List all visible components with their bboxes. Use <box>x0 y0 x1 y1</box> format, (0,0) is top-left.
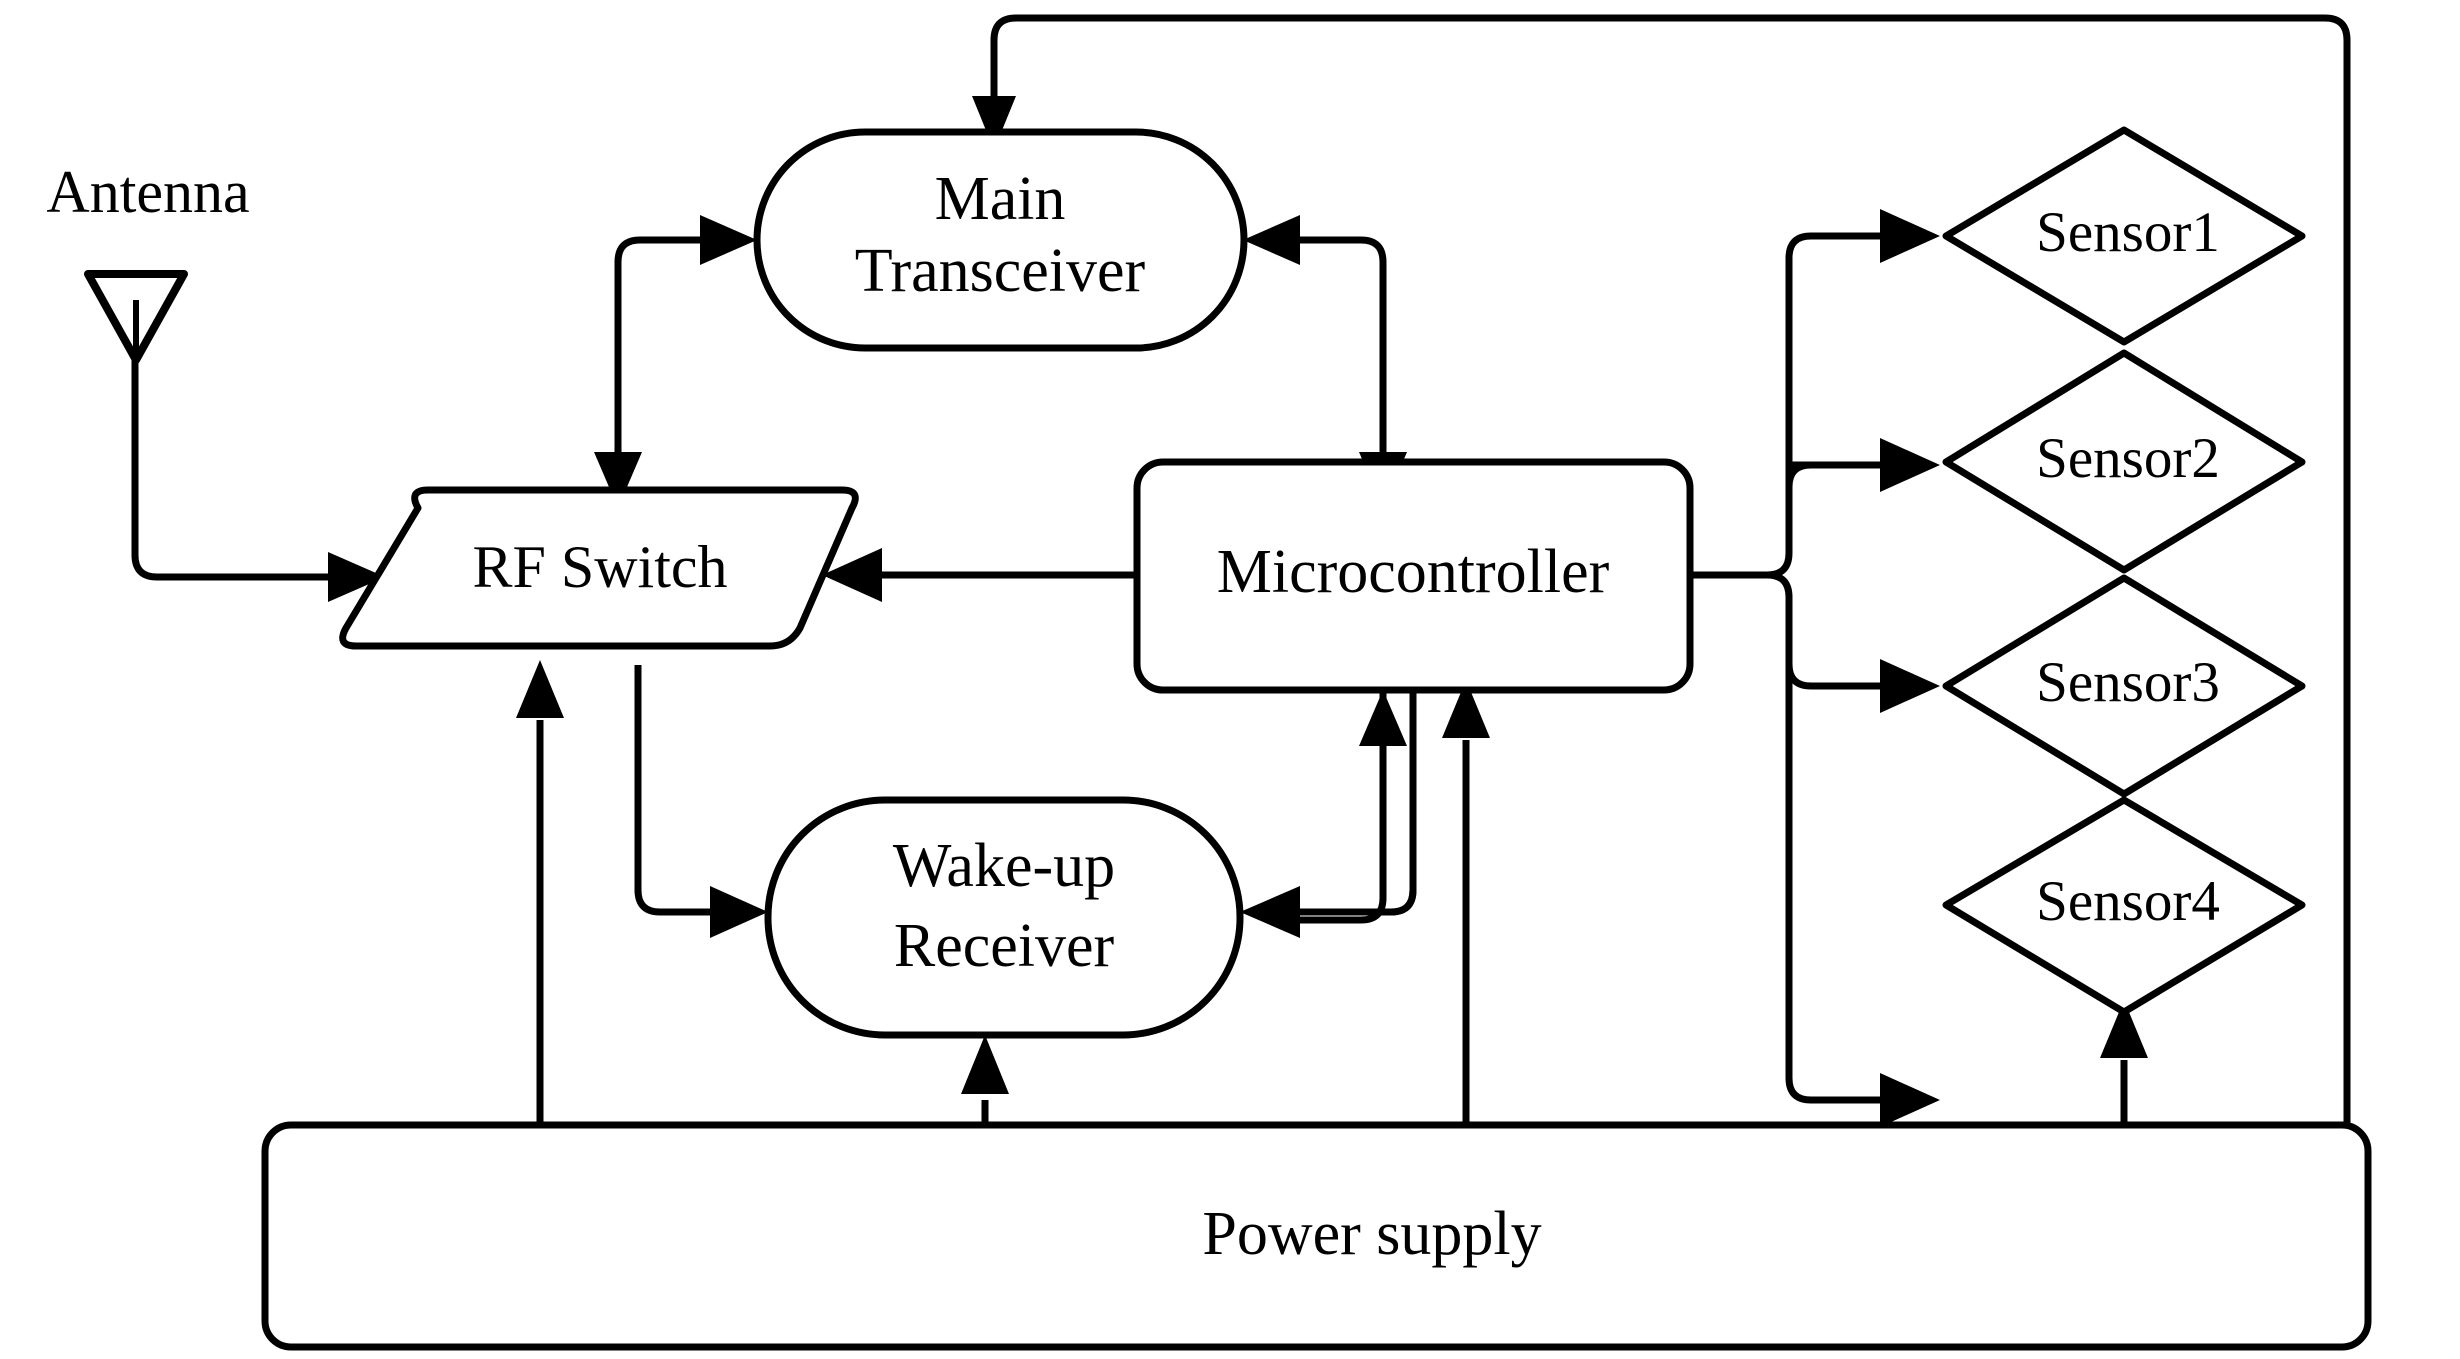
arrowhead-up <box>1442 680 1490 738</box>
power-supply-node: Power supply <box>261 1121 2372 1351</box>
arrowhead-up <box>516 660 564 718</box>
antenna <box>84 270 188 364</box>
main-transceiver-label-line2: Transceiver <box>855 237 1146 305</box>
arrowhead-right <box>1880 438 1940 492</box>
arrowhead-left <box>1240 886 1300 938</box>
rf-switch-label: RF Switch <box>472 534 727 600</box>
edge-antenna-to-rf-switch <box>131 330 385 602</box>
arrowhead-right <box>1880 659 1940 713</box>
edge-power-to-main-transceiver <box>972 14 2351 1125</box>
main-transceiver-label-line1: Main <box>935 165 1066 233</box>
power-supply-label: Power supply <box>1202 1200 1541 1268</box>
arrowhead-right <box>1880 1073 1940 1127</box>
wakeup-receiver-label-line1: Wake-up <box>893 832 1115 900</box>
arrowhead-right <box>1880 209 1940 263</box>
sensor2-label: Sensor2 <box>2036 427 2220 490</box>
sensor2-shape <box>1942 349 2306 574</box>
edge-power-to-wakeup-receiver <box>961 1035 1009 1125</box>
arrowhead-right <box>710 886 768 938</box>
rf-switch-node: RF Switch <box>339 486 859 650</box>
antenna-label: Antenna <box>46 159 249 225</box>
arrowhead-left <box>822 548 882 602</box>
arrowhead-up <box>961 1035 1009 1094</box>
sensor4-node: Sensor4 <box>1942 796 2306 1016</box>
sensor1-label: Sensor1 <box>2036 201 2220 264</box>
sensor1-node: Sensor1 <box>1942 126 2306 346</box>
wakeup-receiver-label-line2: Receiver <box>894 912 1115 980</box>
edge-microcontroller-to-rf-switch <box>822 548 1137 602</box>
main-transceiver-shape <box>753 128 1248 352</box>
main-transceiver-node: Main Transceiver <box>753 128 1248 352</box>
sensor3-shape <box>1942 574 2306 798</box>
sensor2-node: Sensor2 <box>1942 349 2306 574</box>
microcontroller-shape <box>1133 458 1694 694</box>
edge-rf-switch-main-transceiver <box>594 215 757 508</box>
arrowhead-left <box>1243 215 1300 265</box>
edge-power-to-sensor4 <box>2100 1000 2148 1125</box>
wakeup-receiver-node: Wake-up Receiver <box>764 796 1244 1039</box>
arrowhead-right <box>700 215 757 265</box>
sensor3-node: Sensor3 <box>1942 574 2306 798</box>
edge-power-to-rf-switch <box>516 660 564 1125</box>
edge-power-to-microcontroller <box>1442 680 1490 1125</box>
microcontroller-label: Microcontroller <box>1217 538 1610 606</box>
sensor4-label: Sensor4 <box>2036 870 2220 933</box>
power-supply-shape <box>261 1121 2372 1351</box>
sensor1-shape <box>1942 126 2306 346</box>
arrowhead-up <box>2100 1000 2148 1058</box>
sensor3-label: Sensor3 <box>2036 651 2220 714</box>
arrowhead-down <box>594 452 642 508</box>
microcontroller-node: Microcontroller <box>1133 458 1694 694</box>
edge-wakeup-receiver-to-microcontroller <box>1300 690 1417 924</box>
edge-microcontroller-to-sensors-bus <box>1690 209 1940 1127</box>
arrowhead-right <box>328 552 385 602</box>
arrowhead-down <box>972 96 1016 150</box>
sensor4-shape <box>1942 796 2306 1016</box>
wakeup-receiver-shape <box>764 796 1244 1039</box>
arrowhead-up <box>1359 690 1407 746</box>
rf-switch-shape <box>339 486 859 650</box>
edge-rf-switch-to-wakeup-receiver <box>634 665 768 938</box>
